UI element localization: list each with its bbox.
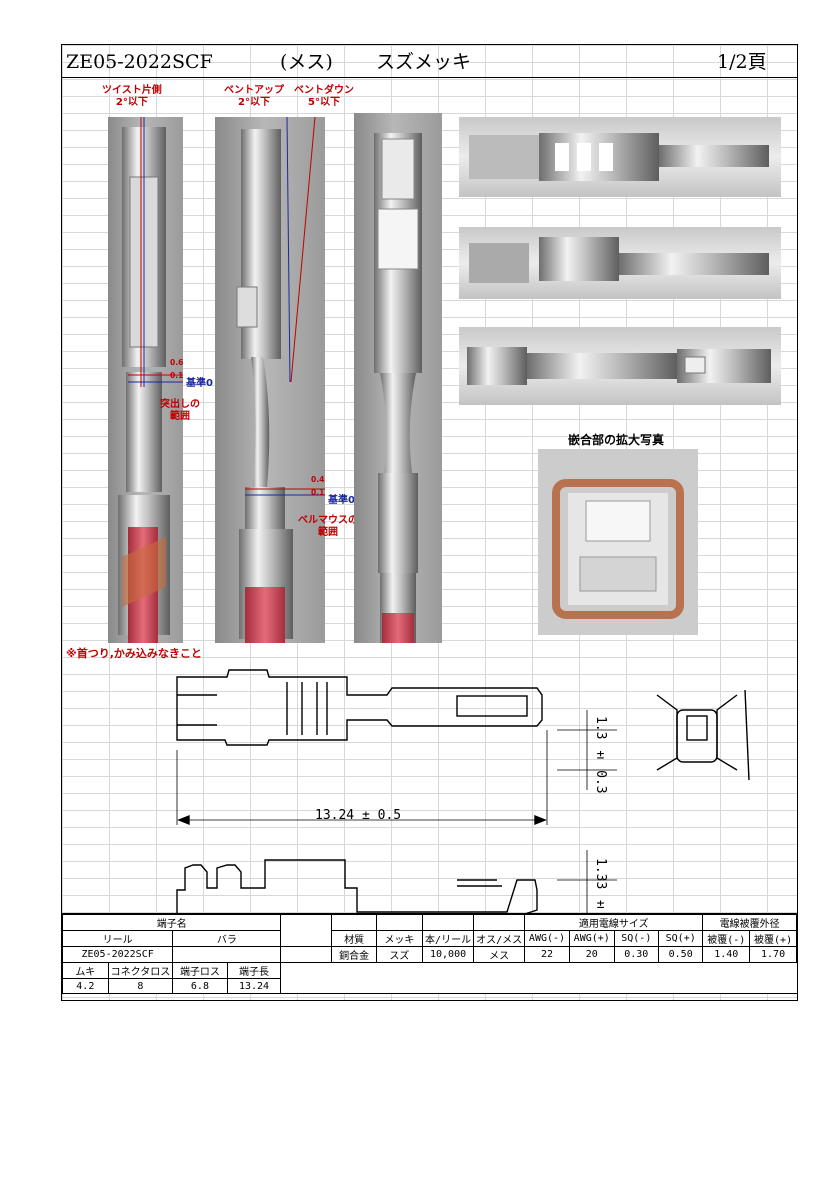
protrusion-range: 突出しの範囲 [160, 399, 200, 422]
gender-value: メス [473, 946, 526, 963]
warning-note: ※首つり,かみ込みなきこと [66, 647, 202, 660]
protrusion-dim-2: 0.1 [170, 371, 184, 380]
material-header: 材質 [331, 930, 377, 947]
bell-dim-1: 0.4 [311, 475, 325, 484]
bell-dim-2: 0.1 [311, 488, 325, 497]
photo-closeup [538, 449, 698, 635]
ins-max-value: 1.70 [749, 946, 797, 963]
wire-size-header: 適用電線サイズ [524, 913, 704, 931]
ins-max-header: 被覆(+) [749, 930, 797, 947]
bara-value [172, 946, 282, 963]
reel-header: リール [61, 930, 174, 947]
sq-min-value: 0.30 [613, 946, 660, 963]
protrusion-dim-1: 0.6 [170, 358, 184, 367]
bara-header: バラ [172, 930, 282, 947]
base-label-1: 基準0 [186, 378, 213, 389]
ins-min-header: 被覆(-) [702, 930, 751, 947]
plating-label: スズメッキ [376, 51, 472, 73]
sq-max-value: 0.50 [657, 946, 704, 963]
page-number: 1/2頁 [717, 51, 767, 73]
terminal-outline-drawing [176, 669, 750, 940]
strip-value: 4.2 [62, 978, 109, 994]
plating-value: スズ [375, 946, 424, 963]
gender-header: オス/メス [473, 930, 526, 947]
table-sub-data-row: 4.2 8 6.8 13.24 [62, 978, 797, 994]
length-dimension: 13.24 ± 0.5 [315, 808, 402, 823]
table-sub-header-row: ムキ コネクタロス 端子ロス 端子長 [62, 962, 797, 979]
connector-loss-value: 8 [107, 978, 174, 994]
terminal-horizontal-top-illustration [469, 133, 769, 181]
closeup-caption: 嵌合部の拡大写真 [568, 433, 665, 447]
terminal-horizontal-bottom-illustration [467, 347, 771, 385]
table-header-row-2: リール バラ 材質 メッキ 本/リール オス/メス AWG(-) AWG(+) … [61, 930, 797, 947]
connector-loss-header: コネクタロス [107, 962, 174, 979]
photo-horizontal-bottom [459, 327, 781, 405]
sq-max-header: SQ(+) [657, 930, 704, 947]
ins-min-value: 1.40 [702, 946, 751, 963]
photo-side-view [215, 117, 325, 643]
technical-drawing: 13.24 ± 0.5 1.3 ± 0.3 1.33 ± 0.3 [157, 650, 835, 950]
terminal-loss-header: 端子ロス [172, 962, 228, 979]
terminal-name-header: 端子名 [61, 913, 282, 931]
terminal-side-illustration [236, 117, 325, 643]
terminal-loss-value: 6.8 [172, 978, 228, 994]
plating-header: メッキ [375, 930, 424, 947]
terminal-horizontal-side-illustration [469, 237, 769, 283]
material-value: 銅合金 [331, 946, 377, 963]
terminal-front-illustration [118, 117, 183, 643]
awg-min-header: AWG(-) [524, 930, 570, 947]
terminal-top-illustration [374, 133, 422, 643]
part-number: ZE05-2022SCF [66, 51, 213, 73]
terminal-length-header: 端子長 [226, 962, 282, 979]
per-reel-value: 10,000 [422, 946, 475, 963]
sq-min-header: SQ(-) [613, 930, 660, 947]
base-label-2: 基準0 [328, 495, 355, 506]
photo-horizontal-side [459, 227, 781, 299]
gender-label: (メス) [280, 51, 333, 73]
reel-value: ZE05-2022SCF [61, 946, 174, 963]
per-reel-header: 本/リール [422, 930, 475, 947]
table-header-row-1: 端子名 適用電線サイズ 電線被覆外径 [61, 913, 797, 931]
photo-front-view [108, 117, 183, 643]
terminal-length-value: 13.24 [226, 978, 282, 994]
strip-header: ムキ [62, 962, 109, 979]
awg-max-header: AWG(+) [568, 930, 615, 947]
bell-mouth-range: ベルマウスの範囲 [298, 515, 358, 538]
photo-horizontal-top [459, 117, 781, 197]
photo-top-view [354, 113, 442, 643]
awg-max-value: 20 [568, 946, 615, 963]
insulation-header: 電線被覆外径 [702, 913, 797, 931]
contact-closeup-illustration [552, 479, 684, 619]
header-divider [62, 77, 797, 78]
spec-table: 端子名 適用電線サイズ 電線被覆外径 リール バラ 材質 メッキ 本/リール オ… [61, 913, 797, 994]
table-data-row: ZE05-2022SCF 銅合金 スズ 10,000 メス 22 20 0.30… [61, 946, 797, 963]
height-dimension-top: 1.3 ± 0.3 [593, 716, 608, 794]
awg-min-value: 22 [524, 946, 570, 963]
